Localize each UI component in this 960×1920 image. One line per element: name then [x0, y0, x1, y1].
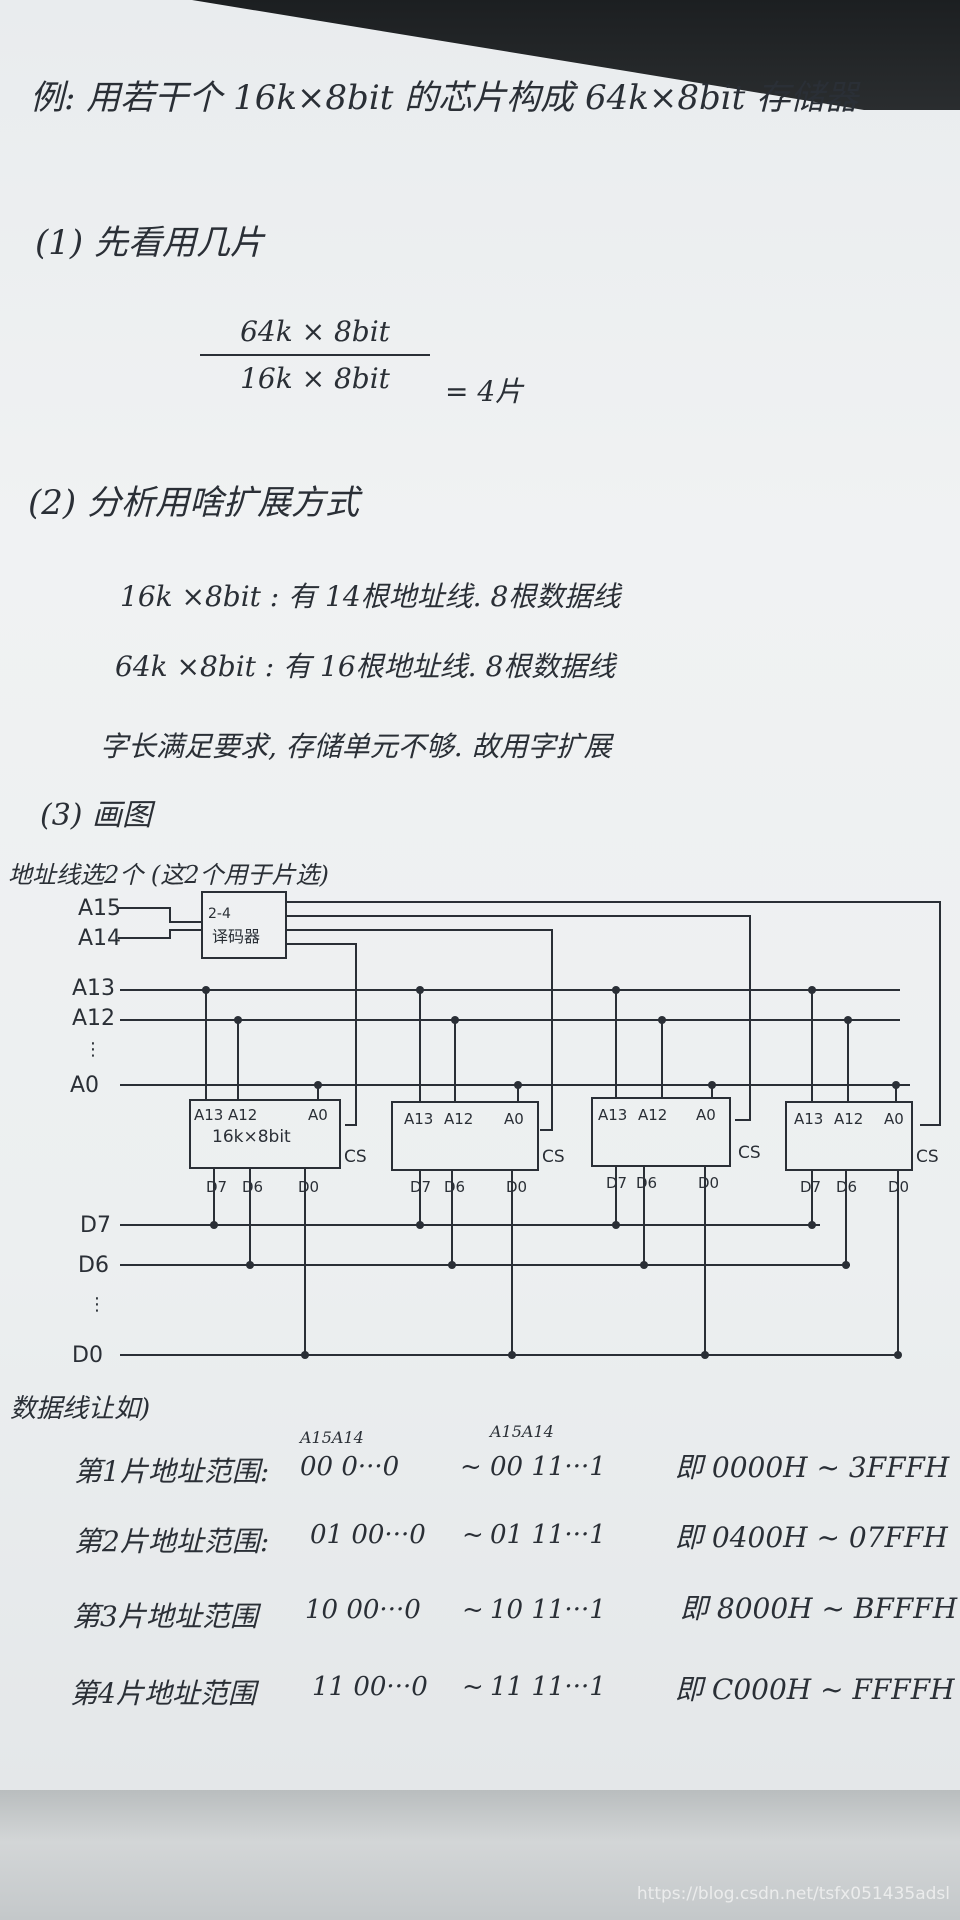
bits-note-2: A15A14 [490, 1422, 554, 1441]
range-4-from: 11 00···0 [312, 1672, 428, 1702]
fraction-result: = 4片 [445, 375, 524, 408]
chip1-a12: A12 [228, 1106, 257, 1124]
pin-a0: A0 [70, 1073, 99, 1098]
range-2-hex: 即 0400H ~ 07FFH [675, 1521, 948, 1554]
chip1-d7: D7 [206, 1178, 227, 1196]
chip3-a12: A12 [638, 1106, 667, 1124]
a15-line [118, 907, 202, 923]
range-3-tilde: ~ [462, 1595, 484, 1625]
pin-a12: A12 [72, 1006, 115, 1031]
chip1-cs: CS [344, 1147, 367, 1167]
range-4-to: 11 11···1 [490, 1672, 606, 1702]
chip3-cs: CS [738, 1143, 761, 1163]
chip1-d0: D0 [298, 1178, 319, 1196]
chip2-a13: A13 [404, 1110, 433, 1128]
fraction-denominator: 16k × 8bit [240, 362, 390, 395]
pin-data-ellipsis: ⋮ [88, 1294, 106, 1315]
chip1-d6: D6 [242, 1178, 263, 1196]
step2-line-2: 64k ×8bit : 有 16根地址线. 8根数据线 [115, 650, 616, 683]
chip4-a13: A13 [794, 1110, 823, 1128]
step2-line-1: 16k ×8bit : 有 14根地址线. 8根数据线 [120, 580, 621, 613]
pin-d6: D6 [78, 1253, 109, 1278]
chip2-d7: D7 [410, 1178, 431, 1196]
circuit-diagram: 2-4 译码器 A15 A14 A13 A12 ⋮ A0 D7 D6 ⋮ D0 … [70, 891, 941, 1368]
chip2-a12: A12 [444, 1110, 473, 1128]
cs-line-2 [286, 929, 553, 1131]
paper-sheet [0, 0, 960, 1790]
chip2-cs: CS [542, 1147, 565, 1167]
range-2-tilde: ~ [462, 1520, 484, 1550]
cs-line-1 [286, 943, 357, 1126]
range-3-to: 10 11···1 [490, 1595, 606, 1625]
chip3-d7: D7 [606, 1174, 627, 1192]
chip4-d6: D6 [836, 1178, 857, 1196]
data-line-note: 数据线让如) [10, 1394, 151, 1424]
chip3-d6: D6 [636, 1174, 657, 1192]
range-3-hex: 即 8000H ~ BFFFH [680, 1592, 958, 1625]
step3-note: 地址线选2个 (这2个用于片选) [8, 861, 329, 889]
range-3-from: 10 00···0 [305, 1595, 421, 1625]
lower-paper-sheet [0, 1790, 960, 1920]
pin-d0: D0 [72, 1343, 103, 1368]
pin-a14: A14 [78, 926, 121, 951]
watermark-url: https://blog.csdn.net/tsfx051435adsl [636, 1884, 950, 1904]
chip1-a0: A0 [308, 1106, 328, 1124]
a14-line [118, 929, 202, 939]
range-4-label: 第4片地址范围 [70, 1677, 256, 1710]
chip-1 [189, 1099, 341, 1169]
fraction: 64k × 8bit 16k × 8bit [200, 315, 430, 395]
range-2-label: 第2片地址范围: [74, 1525, 270, 1558]
bits-note-1: A15A14 [300, 1428, 364, 1447]
pin-a13: A13 [72, 976, 115, 1001]
range-4-tilde: ~ [462, 1672, 484, 1702]
chip3-d0: D0 [698, 1174, 719, 1192]
range-2-from: 01 00···0 [310, 1520, 426, 1550]
chip2-a0: A0 [504, 1110, 524, 1128]
range-4-hex: 即 C000H ~ FFFFH [675, 1673, 955, 1706]
cs-line-3 [286, 915, 751, 1121]
problem-title: 例: 用若干个 16k×8bit 的芯片构成 64k×8bit 存储器 [30, 78, 859, 118]
range-2-to: 01 11···1 [490, 1520, 606, 1550]
step1-heading: (1) 先看用几片 [35, 223, 264, 263]
step2-heading: (2) 分析用啥扩展方式 [28, 483, 359, 523]
range-1-label: 第1片地址范围: [74, 1455, 270, 1488]
chip1-a13: A13 [194, 1106, 223, 1124]
chip4-d0: D0 [888, 1178, 909, 1196]
chip3-a13: A13 [598, 1106, 627, 1124]
range-1-hex: 即 0000H ~ 3FFFH [675, 1451, 950, 1484]
decoder-label-bottom: 译码器 [212, 927, 260, 946]
range-1-from: 00 0···0 [300, 1452, 400, 1482]
pin-a15: A15 [78, 896, 121, 921]
chip4-d7: D7 [800, 1178, 821, 1196]
chip-2 [391, 1101, 539, 1171]
chip2-d0: D0 [506, 1178, 527, 1196]
step2-line-3: 字长满足要求, 存储单元不够. 故用字扩展 [100, 730, 612, 763]
fraction-bar [200, 354, 430, 356]
decoder-box [201, 891, 287, 959]
chip3-a0: A0 [696, 1106, 716, 1124]
chip4-a12: A12 [834, 1110, 863, 1128]
step3-heading: (3) 画图 [40, 798, 153, 833]
chip1-name: 16k×8bit [212, 1127, 291, 1147]
pin-ellipsis: ⋮ [84, 1039, 102, 1060]
fraction-numerator: 64k × 8bit [240, 315, 390, 348]
cs-line-4 [286, 901, 941, 1126]
range-1-tilde: ~ [460, 1452, 482, 1482]
pin-d7: D7 [80, 1213, 111, 1238]
chip2-d6: D6 [444, 1178, 465, 1196]
decoder-label-top: 2-4 [208, 906, 231, 922]
chip4-cs: CS [916, 1147, 939, 1167]
range-3-label: 第3片地址范围 [72, 1600, 258, 1633]
chip4-a0: A0 [884, 1110, 904, 1128]
range-1-to: 00 11···1 [490, 1452, 606, 1482]
